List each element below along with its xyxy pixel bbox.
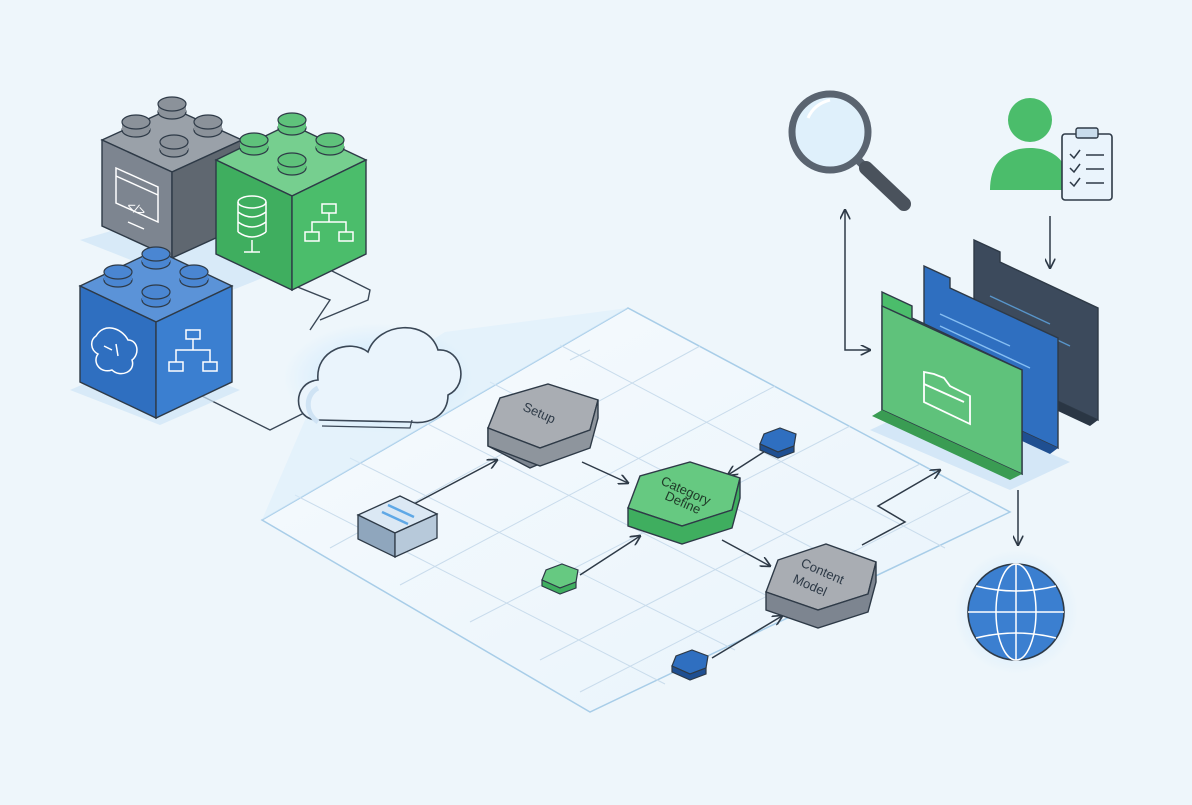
- database-icon: [237, 195, 267, 253]
- category-define-node: Category Define: [627, 461, 741, 545]
- input-slab: [356, 495, 439, 559]
- map-icon: [91, 327, 138, 375]
- svg-text:</>: </>: [125, 198, 148, 219]
- code-window-icon: </>: [115, 166, 159, 230]
- right-arrows: [845, 210, 1050, 545]
- hierarchy-icon: [168, 329, 218, 372]
- content-model-node: Content Model: [765, 543, 877, 629]
- clipboard-checklist-icon: [1061, 127, 1113, 201]
- globe-icon: [954, 550, 1078, 674]
- ipaas-block: [78, 246, 234, 420]
- small-hex-blue-top: [759, 427, 797, 459]
- folder-stack-icon: [870, 238, 1099, 490]
- user-icon: [990, 98, 1070, 190]
- hierarchy-icon: [304, 203, 354, 242]
- folder-icon: [923, 370, 971, 426]
- small-hex-green: [541, 563, 579, 595]
- flow-arrows: [409, 447, 940, 659]
- database-block: [214, 112, 368, 292]
- setup-node: Setup: [487, 383, 599, 469]
- cloud-icon: [283, 323, 473, 433]
- magnifier-icon: [788, 90, 911, 211]
- small-hex-blue-bottom: [671, 649, 709, 681]
